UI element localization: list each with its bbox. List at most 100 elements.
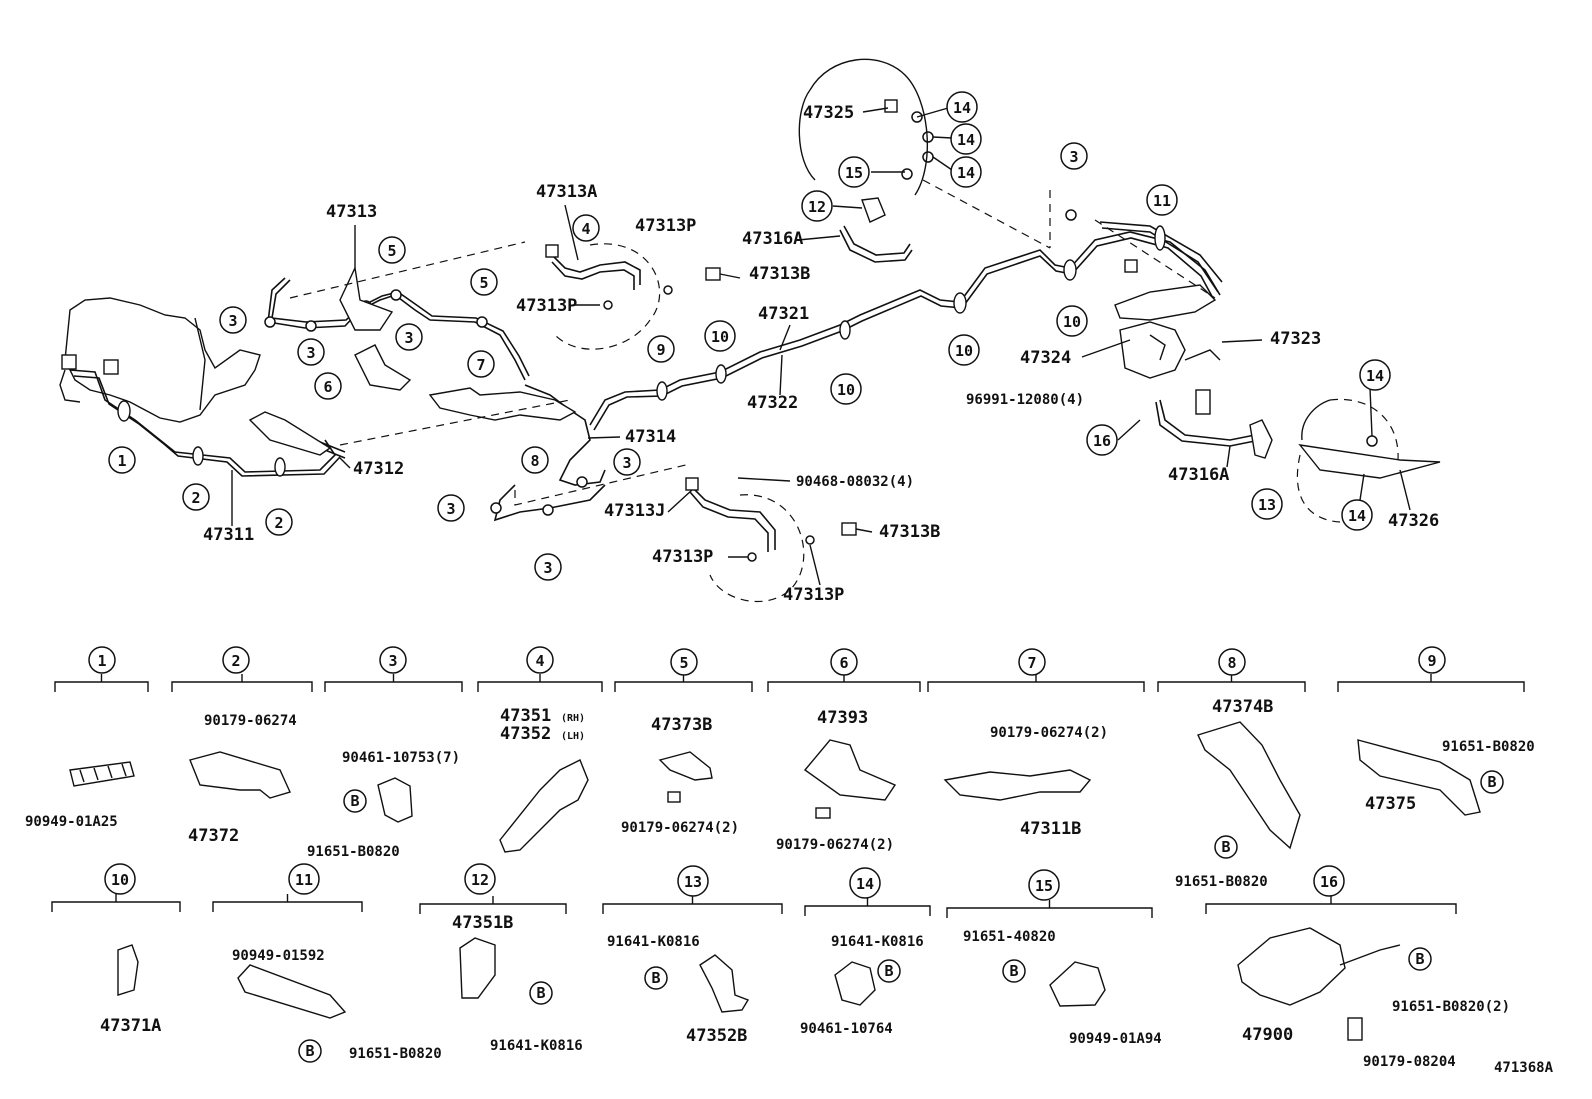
part-number-label: 47313P (635, 216, 696, 236)
callout-text: 3 (306, 344, 315, 362)
callout-number: 3 (534, 553, 562, 581)
callout-text: 15 (845, 164, 863, 182)
part-number-label: 47313J (604, 501, 665, 521)
b-marker-text: B (1487, 773, 1496, 791)
callout-text: 1 (97, 652, 106, 670)
callout-number: 8 (521, 446, 549, 474)
callout-number: 12 (464, 863, 496, 895)
leader-lines (231, 107, 1411, 586)
callout-number: 10 (704, 320, 736, 352)
callout-number: 4 (572, 214, 600, 242)
callout-number: 10 (1056, 305, 1088, 337)
callout-text: 3 (1069, 148, 1078, 166)
callout-number: 3 (219, 306, 247, 334)
b-marker: B (1002, 959, 1026, 983)
callout-number: 14 (950, 123, 982, 155)
b-marker: B (298, 1039, 322, 1063)
callout-number: 14 (946, 91, 978, 123)
line-joints (264, 111, 1378, 516)
b-marker: B (1408, 947, 1432, 971)
part-number-label: 47375 (1365, 794, 1416, 814)
part-number-label: 90179-08204 (1363, 1054, 1456, 1070)
callout-text: 8 (1227, 654, 1236, 672)
master-cylinder-drawing (59, 297, 261, 423)
part-number-label: 47313A (536, 182, 597, 202)
part-number-label: 471368A (1494, 1060, 1554, 1076)
part-number-label: 90949-01A94 (1069, 1031, 1162, 1047)
callout-number: 9 (1418, 646, 1446, 674)
callout-number: 13 (677, 865, 709, 897)
part-number-label: 47323 (1270, 329, 1321, 349)
callout-number: 11 (1146, 184, 1178, 216)
callout-text: 10 (1063, 313, 1081, 331)
callout-number: 6 (830, 648, 858, 676)
b-marker-text: B (350, 792, 359, 810)
part-number-label: 47324 (1020, 348, 1071, 368)
callout-text: 14 (1366, 367, 1384, 385)
callout-text: 5 (387, 242, 396, 260)
bracket-plates (248, 265, 1441, 479)
callout-number: 2 (265, 508, 293, 536)
b-marker: B (644, 966, 668, 990)
part-number-label: 47313B (879, 522, 940, 542)
part-number-label: 47313P (783, 585, 844, 605)
callout-text: 10 (711, 328, 729, 346)
part-number-label: (RH) (561, 713, 585, 724)
part-number-label: 47326 (1388, 511, 1439, 531)
callout-number: 3 (297, 338, 325, 366)
callout-number: 1 (108, 446, 136, 474)
b-marker-text: B (651, 969, 660, 987)
callout-number: 10 (830, 373, 862, 405)
callout-text: 10 (111, 871, 129, 889)
callout-number: 10 (104, 863, 136, 895)
callout-text: 3 (388, 652, 397, 670)
callout-number: 7 (467, 350, 495, 378)
callout-text: 13 (1258, 496, 1276, 514)
callout-number: 14 (1341, 499, 1373, 531)
part-number-label: 91641-K0816 (831, 934, 924, 950)
part-number-label: 90179-06274(2) (990, 725, 1108, 741)
front-upper-hose (545, 243, 721, 350)
callout-text: 11 (295, 871, 313, 889)
callout-number: 5 (378, 236, 406, 264)
part-number-label: 47311B (1020, 819, 1081, 839)
callout-text: 7 (476, 356, 485, 374)
callout-number: 3 (395, 323, 423, 351)
part-number-label: 47314 (625, 427, 676, 447)
b-marker-text: B (884, 962, 893, 980)
callout-number: 2 (222, 646, 250, 674)
b-marker-text: B (1415, 950, 1424, 968)
part-number-label: 96991-12080(4) (966, 392, 1084, 408)
callout-number: 15 (1028, 869, 1060, 901)
callout-text: 6 (323, 378, 332, 396)
part-number-label: 47313B (749, 264, 810, 284)
callout-text: 2 (231, 652, 240, 670)
callout-text: 14 (953, 99, 971, 117)
part-number-label: 47313P (516, 296, 577, 316)
callout-text: 2 (274, 514, 283, 532)
part-number-label: 47373B (651, 715, 712, 735)
b-marker: B (1480, 770, 1504, 794)
part-number-label: 47351B (452, 913, 513, 933)
callout-text: 3 (543, 559, 552, 577)
callout-text: 12 (471, 871, 489, 889)
part-number-label: 47900 (1242, 1025, 1293, 1045)
part-number-label: (LH) (561, 731, 585, 742)
part-number-label: 47311 (203, 525, 254, 545)
part-number-label: 91651-B0820(2) (1392, 999, 1510, 1015)
b-marker: B (1214, 835, 1238, 859)
part-number-label: 90461-10753(7) (342, 750, 460, 766)
callout-number: 9 (647, 335, 675, 363)
part-number-label: 47322 (747, 393, 798, 413)
part-number-label: 91641-K0816 (607, 934, 700, 950)
callout-number: 12 (801, 190, 833, 222)
callout-text: 7 (1027, 654, 1036, 672)
part-number-label: 47352 (500, 724, 551, 744)
part-number-label: 47312 (353, 459, 404, 479)
callout-text: 14 (1348, 507, 1366, 525)
rear-drum-top (798, 58, 929, 263)
part-labels: 473254731347313A47313P47316A47313B47313P… (25, 103, 1554, 1076)
